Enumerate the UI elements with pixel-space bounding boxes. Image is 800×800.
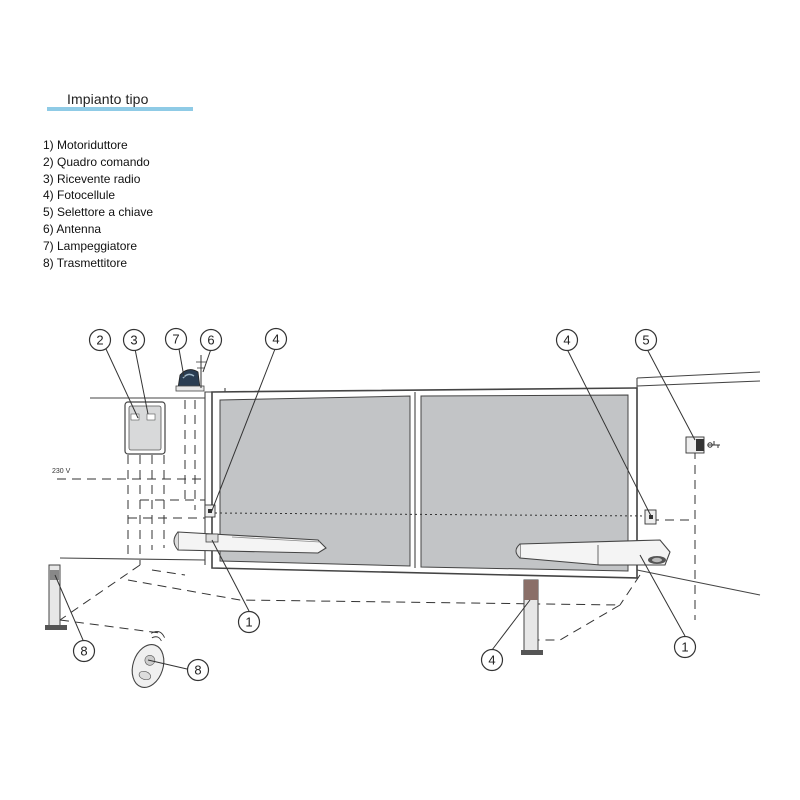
callout-8-post: 8 xyxy=(72,639,96,663)
legend-item: 4) Fotocellule xyxy=(43,188,116,203)
callout-number: 2 xyxy=(96,333,103,348)
callout-5: 5 xyxy=(634,328,658,352)
motor-right xyxy=(515,539,671,566)
callout-number: 8 xyxy=(80,644,87,659)
callout-7: 7 xyxy=(164,327,188,351)
callout-number: 1 xyxy=(245,615,252,630)
control-panel xyxy=(124,401,166,455)
callout-4-left: 4 xyxy=(264,327,288,351)
callout-number: 8 xyxy=(194,663,201,678)
legend-item: 1) Motoriduttore xyxy=(43,138,128,152)
callout-number: 3 xyxy=(130,333,137,348)
legend-item: 7) Lampeggiatore xyxy=(43,238,138,253)
gate-leaf-left xyxy=(219,395,411,567)
callout-number: 1 xyxy=(681,640,688,655)
callout-1-left: 1 xyxy=(237,610,261,634)
callout-4-column: 4 xyxy=(480,648,504,672)
callout-number: 7 xyxy=(172,332,179,347)
legend-item: 2) Quadro comando xyxy=(43,154,150,169)
key-selector xyxy=(685,436,720,454)
gate xyxy=(211,387,638,579)
gate-leaf-right xyxy=(420,394,629,572)
callout-4-right: 4 xyxy=(555,328,579,352)
callout-8-remote: 8 xyxy=(186,658,210,682)
antenna xyxy=(196,355,206,388)
callout-number: 5 xyxy=(642,333,649,348)
callout-2: 2 xyxy=(88,328,112,352)
callout-number: 4 xyxy=(272,332,279,347)
callout-number: 4 xyxy=(563,333,570,348)
components-legend: 1) Motoriduttore 2) Quadro comando 3) Ri… xyxy=(43,137,153,271)
voltage-label: 230 V xyxy=(52,468,71,475)
callout-leaders xyxy=(54,348,696,670)
legend-item: 8) Trasmettitore xyxy=(43,255,128,270)
callout-3: 3 xyxy=(122,328,146,352)
legend-item: 5) Selettore a chiave xyxy=(43,205,154,220)
legend-item: 6) Antenna xyxy=(43,221,102,236)
legend-item: 3) Ricevente radio xyxy=(43,171,141,186)
flashing-light xyxy=(175,369,205,392)
title-underline xyxy=(47,107,193,111)
callout-1-right: 1 xyxy=(673,635,697,659)
page-title: Impianto tipo xyxy=(67,91,149,107)
photocell-right xyxy=(644,509,657,525)
callout-number: 4 xyxy=(488,653,495,668)
photocell-column xyxy=(521,579,543,655)
callout-6: 6 xyxy=(199,328,223,352)
photocell-left xyxy=(204,504,216,518)
remote-control xyxy=(131,631,165,688)
callout-number: 6 xyxy=(207,333,214,348)
motor-left xyxy=(173,531,327,554)
